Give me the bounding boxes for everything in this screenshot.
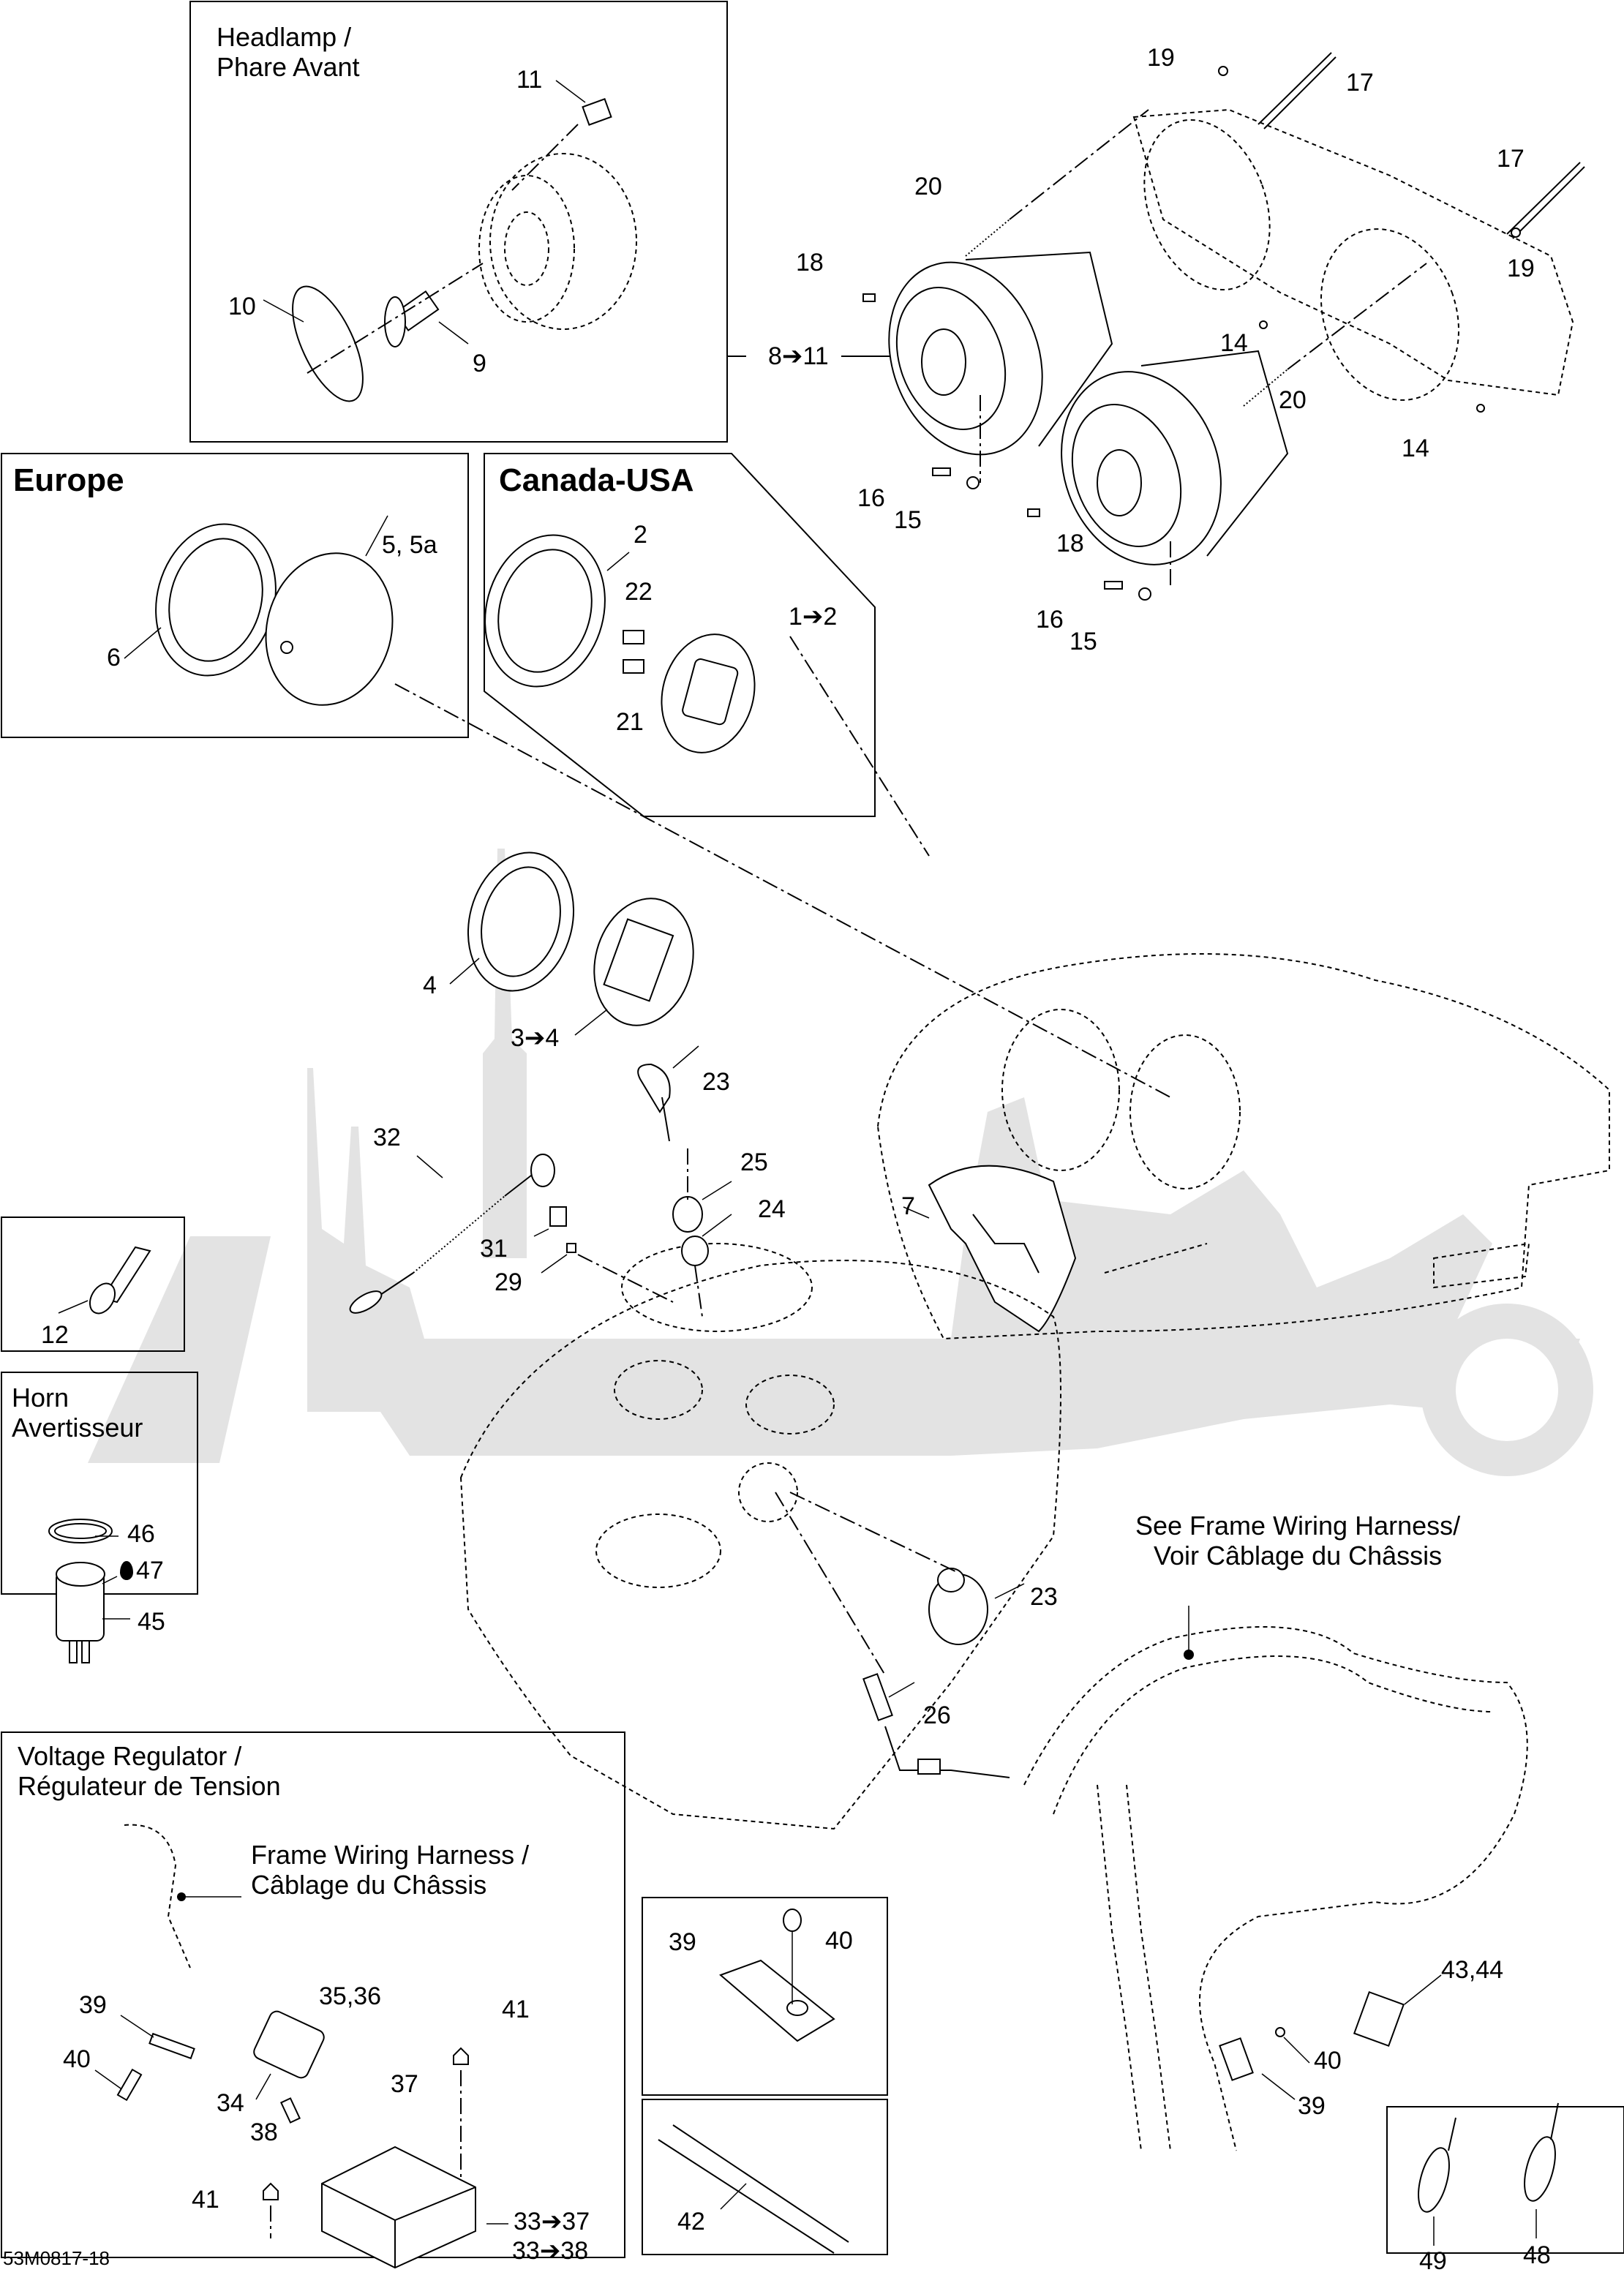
- canada-usa-box-title: Canada-USA: [499, 462, 694, 498]
- callout-9: 9: [473, 350, 486, 377]
- callout-14: 14: [1220, 329, 1248, 357]
- callout-37: 37: [391, 2070, 418, 2098]
- callout-16: 16: [1036, 606, 1064, 633]
- callout-39: 39: [79, 1991, 107, 2019]
- callout-15: 15: [894, 506, 922, 534]
- callout-39: 39: [1298, 2092, 1326, 2120]
- callout-33-to-37: 33➔37: [514, 2208, 590, 2235]
- callout-48: 48: [1523, 2241, 1551, 2269]
- callout-26: 26: [923, 1701, 951, 1729]
- callout-23: 23: [702, 1068, 730, 1096]
- callout-3-to-4: 3➔4: [511, 1024, 560, 1052]
- frame-wiring-harness-note: Frame Wiring Harness / Câblage du Châssi…: [251, 1840, 530, 1900]
- callout-46: 46: [127, 1520, 155, 1548]
- callout-22: 22: [625, 578, 653, 606]
- callout-18: 18: [796, 249, 824, 277]
- callout-40: 40: [63, 2045, 91, 2073]
- callout-17: 17: [1346, 69, 1374, 97]
- callout-40: 40: [825, 1927, 853, 1955]
- callout-41: 41: [502, 1996, 530, 2023]
- callout-31: 31: [480, 1235, 508, 1263]
- callout-45: 45: [138, 1608, 165, 1636]
- callout-38: 38: [250, 2118, 278, 2146]
- callout-2: 2: [634, 521, 647, 549]
- callout-6: 6: [107, 644, 121, 672]
- callout-5-5a: 5, 5a: [382, 531, 437, 559]
- callout-47: 47: [120, 1558, 164, 1583]
- voltage-regulator-box-title: Voltage Regulator / Régulateur de Tensio…: [18, 1741, 281, 1802]
- callout-8-to-11: 8➔11: [768, 342, 829, 370]
- callout-24: 24: [758, 1195, 786, 1223]
- callout-42: 42: [677, 2208, 705, 2235]
- callout-39: 39: [669, 1928, 696, 1956]
- callout-19: 19: [1147, 44, 1175, 72]
- callout-49: 49: [1419, 2247, 1447, 2275]
- callout-20: 20: [1279, 386, 1307, 414]
- callout-34: 34: [217, 2089, 244, 2117]
- callout-40: 40: [1314, 2047, 1342, 2075]
- callout-23: 23: [1030, 1583, 1058, 1611]
- see-frame-wiring-harness-note: See Frame Wiring Harness/ Voir Câblage d…: [1135, 1511, 1461, 1571]
- callout-43-44: 43,44: [1441, 1956, 1504, 1984]
- headlamp-box-title: Headlamp / Phare Avant: [217, 22, 360, 83]
- headlamp-assembly-lower: [1061, 350, 1289, 565]
- callout-35-36: 35,36: [319, 1982, 382, 2010]
- callout-12: 12: [41, 1321, 69, 1349]
- callout-14: 14: [1402, 435, 1429, 462]
- callout-41: 41: [192, 2186, 219, 2214]
- callout-32: 32: [373, 1124, 401, 1151]
- headlamp-assembly-upper: [888, 251, 1113, 456]
- callout-4: 4: [423, 971, 437, 999]
- callout-25: 25: [740, 1148, 768, 1176]
- horn-box-title: Horn Avertisseur: [12, 1383, 143, 1443]
- callout-11: 11: [516, 66, 543, 94]
- europe-box-title: Europe: [13, 462, 124, 498]
- callout-7: 7: [901, 1192, 915, 1220]
- callout-29: 29: [495, 1268, 522, 1296]
- document-code: 53M0817-18: [3, 2247, 110, 2269]
- callout-19: 19: [1507, 255, 1535, 282]
- callout-18: 18: [1056, 530, 1084, 557]
- callout-10: 10: [228, 293, 256, 320]
- callout-33-to-38: 33➔38: [512, 2237, 589, 2265]
- callout-16: 16: [857, 484, 885, 512]
- callout-17: 17: [1497, 145, 1525, 173]
- callout-21: 21: [616, 708, 644, 736]
- watermark: [88, 849, 1593, 1476]
- oil-drop-icon: [120, 1561, 133, 1580]
- callout-1-to-2: 1➔2: [789, 603, 838, 631]
- callout-15: 15: [1069, 628, 1097, 655]
- callout-20: 20: [914, 173, 942, 200]
